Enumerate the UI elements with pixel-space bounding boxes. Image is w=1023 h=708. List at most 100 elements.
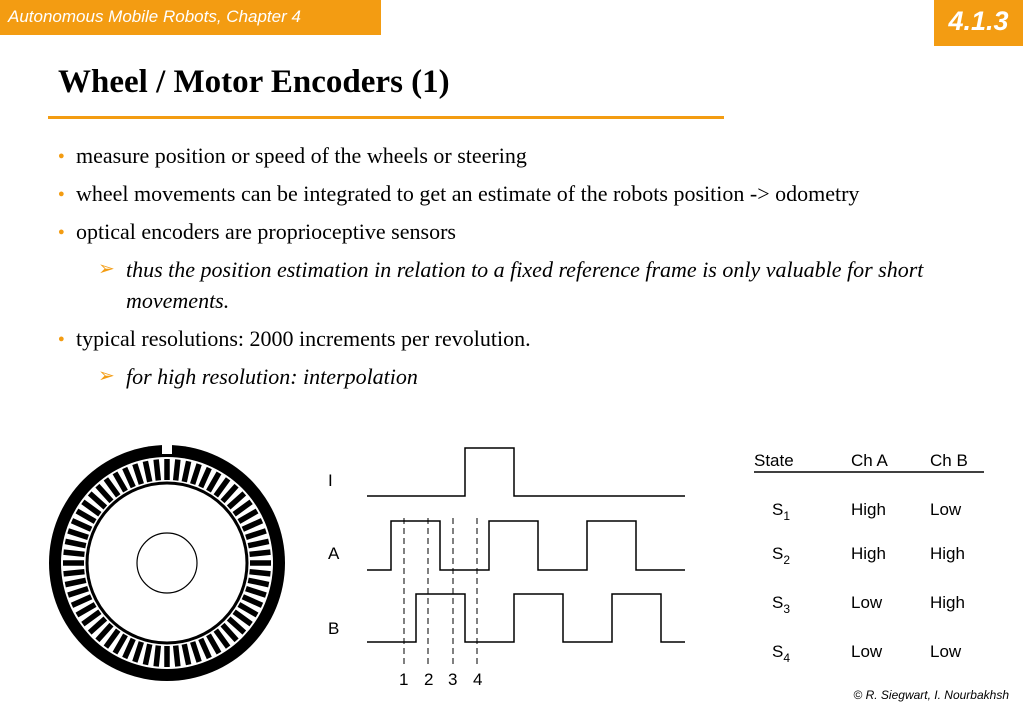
disk-slot bbox=[213, 628, 231, 649]
bullet-text: optical encoders are proprioceptive sens… bbox=[76, 219, 456, 244]
bullet-text: wheel movements can be integrated to get… bbox=[76, 181, 860, 206]
disk-slot bbox=[70, 518, 93, 532]
slide-title: Wheel / Motor Encoders (1) bbox=[58, 64, 450, 100]
bullet-item: typical resolutions: 2000 increments per… bbox=[58, 323, 938, 355]
sub-bullet-item: for high resolution: interpolation bbox=[58, 361, 938, 392]
disk-slot bbox=[153, 459, 162, 481]
disk-slot bbox=[103, 628, 121, 649]
disk-slot bbox=[232, 499, 253, 517]
disk-slot bbox=[172, 645, 181, 667]
step-label-3: 3 bbox=[448, 670, 457, 689]
disk-slot bbox=[226, 491, 247, 510]
waveform-a bbox=[367, 520, 685, 571]
bullet-text: measure position or speed of the wheels … bbox=[76, 143, 527, 168]
disk-slot bbox=[70, 594, 93, 608]
index-mark bbox=[162, 444, 172, 454]
disk-slot bbox=[226, 616, 247, 635]
disk-slot bbox=[95, 622, 114, 643]
table-row: S3 Low High bbox=[772, 593, 965, 616]
bullet-item: measure position or speed of the wheels … bbox=[58, 140, 938, 172]
disk-slot bbox=[112, 471, 128, 493]
disk-slot bbox=[95, 483, 114, 504]
disk-slot bbox=[241, 594, 264, 608]
disk-slot bbox=[81, 609, 102, 627]
ch-b-cell: High bbox=[930, 544, 965, 563]
step-guides bbox=[403, 518, 478, 668]
disk-slot bbox=[87, 616, 108, 635]
state-table: State Ch A Ch B S1 High Low S2 High High… bbox=[754, 451, 984, 665]
disk-slot bbox=[220, 483, 239, 504]
section-number: 4.1.3 bbox=[948, 6, 1009, 36]
ch-b-cell: High bbox=[930, 593, 965, 612]
disk-slot bbox=[198, 466, 212, 489]
section-badge: 4.1.3 bbox=[934, 0, 1023, 46]
table-row: S2 High High bbox=[772, 544, 965, 567]
quadrature-waveforms: I A B 1 2 3 4 bbox=[328, 447, 685, 689]
disk-slot bbox=[87, 491, 108, 510]
disk-slot bbox=[241, 518, 264, 532]
table-header-ch-b: Ch B bbox=[930, 451, 968, 470]
disk-slot bbox=[103, 477, 121, 498]
disk-slot bbox=[237, 508, 259, 524]
table-row: S1 High Low bbox=[772, 500, 962, 523]
disk-slot bbox=[132, 641, 144, 663]
disk-slot bbox=[153, 645, 162, 667]
disk-slot bbox=[142, 643, 153, 666]
disk-slot bbox=[190, 463, 202, 485]
state-cell: S3 bbox=[772, 593, 790, 616]
course-header: Autonomous Mobile Robots, Chapter 4 bbox=[0, 0, 381, 35]
course-title: Autonomous Mobile Robots, Chapter 4 bbox=[8, 7, 301, 26]
ch-a-cell: Low bbox=[851, 642, 883, 661]
disk-slot bbox=[206, 633, 222, 655]
table-row: S4 Low Low bbox=[772, 642, 962, 665]
title-divider bbox=[48, 116, 724, 119]
disk-slot bbox=[181, 643, 192, 666]
state-cell: S4 bbox=[772, 642, 790, 665]
disk-slot bbox=[112, 633, 128, 655]
disk-slot bbox=[247, 577, 270, 588]
ch-b-cell: Low bbox=[930, 500, 962, 519]
disk-slot bbox=[213, 477, 231, 498]
disk-slot bbox=[132, 463, 144, 485]
disk-slot bbox=[122, 637, 136, 660]
table-header-ch-a: Ch A bbox=[851, 451, 889, 470]
channel-label-a: A bbox=[328, 544, 340, 563]
disk-slot bbox=[232, 609, 253, 627]
disk-slot bbox=[237, 602, 259, 618]
disk-slot bbox=[75, 508, 97, 524]
table-header-state: State bbox=[754, 451, 794, 470]
disk-slot bbox=[206, 471, 222, 493]
waveform-b bbox=[367, 593, 685, 643]
disk-hub bbox=[136, 532, 198, 594]
disk-slot bbox=[64, 577, 87, 588]
step-label-4: 4 bbox=[473, 670, 482, 689]
sub-bullet-text: thus the position estimation in relation… bbox=[126, 257, 924, 313]
sub-bullet-text: for high resolution: interpolation bbox=[126, 364, 418, 389]
ch-a-cell: High bbox=[851, 544, 886, 563]
disk-slot bbox=[249, 568, 271, 577]
disk-slot bbox=[81, 499, 102, 517]
ch-a-cell: High bbox=[851, 500, 886, 519]
disk-slot bbox=[245, 586, 267, 598]
disk-slot bbox=[142, 460, 153, 483]
ch-b-cell: Low bbox=[930, 642, 962, 661]
disk-slot bbox=[75, 602, 97, 618]
disk-slot bbox=[247, 538, 270, 549]
disk-slot bbox=[190, 641, 202, 663]
waveform-i bbox=[367, 447, 685, 497]
disk-slot bbox=[122, 466, 136, 489]
bullet-item: wheel movements can be integrated to get… bbox=[58, 178, 938, 210]
bullet-item: optical encoders are proprioceptive sens… bbox=[58, 216, 938, 248]
disk-slot bbox=[181, 460, 192, 483]
disk-slot bbox=[245, 528, 267, 540]
disk-slot bbox=[172, 459, 181, 481]
disk-slot bbox=[220, 622, 239, 643]
disk-slot bbox=[198, 637, 212, 660]
state-cell: S1 bbox=[772, 500, 790, 523]
channel-label-i: I bbox=[328, 471, 333, 490]
disk-inner-ring bbox=[85, 481, 249, 645]
disk-slot bbox=[63, 549, 85, 558]
disk-slots bbox=[63, 459, 271, 667]
disk-slot bbox=[63, 568, 85, 577]
encoder-disk bbox=[49, 444, 285, 681]
